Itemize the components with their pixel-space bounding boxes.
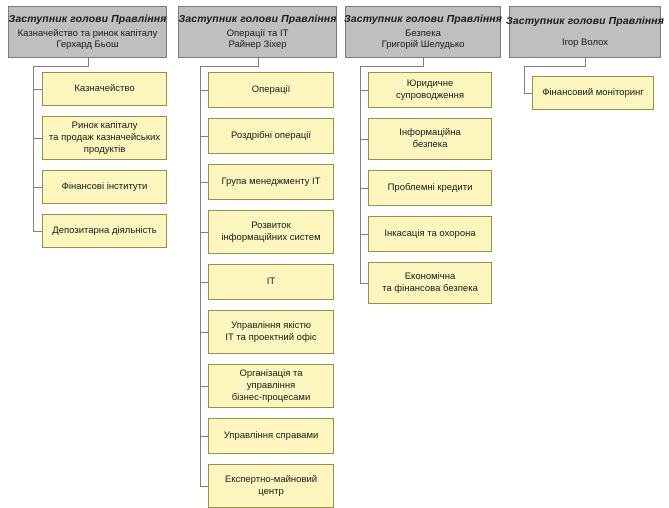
- header-area: Казначейство та ринок капіталу: [17, 27, 158, 39]
- connector-drop: [88, 58, 89, 66]
- connector-stub: [200, 90, 208, 91]
- connector-stub: [200, 182, 208, 183]
- node-box: Управління справами: [208, 418, 334, 454]
- node-label: Фінансовий моніторинг: [542, 86, 644, 98]
- header-role: Заступник голови Правління: [343, 13, 503, 26]
- connector-drop: [585, 58, 586, 66]
- connector-stub: [360, 90, 368, 91]
- header-role: Заступник голови Правління: [8, 13, 167, 26]
- node-label: Група менеджменту ІТ: [221, 175, 321, 187]
- connector-spine: [524, 66, 525, 93]
- connector-stub: [33, 89, 42, 90]
- header-person: Ігор Волох: [561, 37, 609, 49]
- connector-drop: [423, 58, 424, 66]
- connector-stub: [360, 234, 368, 235]
- connector-stub: [524, 93, 532, 94]
- connector-stub: [200, 232, 208, 233]
- node-label: Інкасація та охорона: [384, 227, 476, 239]
- node-box: Проблемні кредити: [368, 170, 492, 206]
- node-box: Казначейство: [42, 72, 167, 106]
- connector-drop: [258, 58, 259, 66]
- node-label: Операції: [251, 83, 291, 95]
- node-box: Група менеджменту ІТ: [208, 164, 334, 200]
- header-area: Операції та ІТ: [226, 27, 289, 39]
- connector-stub: [200, 332, 208, 333]
- node-box: Депозитарна діяльність: [42, 214, 167, 248]
- connector-spine: [33, 66, 34, 231]
- connector-spine: [360, 66, 361, 283]
- connector-stub: [360, 283, 368, 284]
- node-label: Роздрібні операції: [230, 129, 312, 141]
- connector-stub: [200, 282, 208, 283]
- node-label: Депозитарна діяльність: [52, 224, 157, 236]
- node-box: Фінансовий моніторинг: [532, 76, 654, 110]
- connector-stub: [33, 231, 42, 232]
- connector-stub: [33, 187, 42, 188]
- header-role: Заступник голови Правління: [178, 13, 337, 26]
- node-box: Фінансові інститути: [42, 170, 167, 204]
- connector-elbow: [360, 66, 424, 67]
- connector-stub: [200, 386, 208, 387]
- node-label: ІТ: [266, 275, 276, 287]
- node-box: ІТ: [208, 264, 334, 300]
- node-box: Юридичне супроводження: [368, 72, 492, 108]
- connector-elbow: [33, 66, 89, 67]
- connector-stub: [200, 136, 208, 137]
- connector-spine: [200, 66, 201, 486]
- connector-elbow: [200, 66, 259, 67]
- node-box: Операції: [208, 72, 334, 108]
- header-person: Райнер Зіхер: [228, 39, 287, 51]
- node-box: Інкасація та охорона: [368, 216, 492, 252]
- node-label: Юридичне супроводження: [395, 77, 465, 101]
- connector-stub: [200, 436, 208, 437]
- node-label: Управління справами: [223, 429, 319, 441]
- header-role: Заступник голови Правління: [505, 15, 665, 28]
- header-area: Безпека: [405, 27, 441, 39]
- connector-stub: [200, 486, 208, 487]
- node-box: Роздрібні операції: [208, 118, 334, 154]
- connector-stub: [360, 139, 368, 140]
- connector-stub: [33, 138, 42, 139]
- node-label: Казначейство: [74, 82, 135, 94]
- connector-stub: [360, 188, 368, 189]
- node-label: Фінансові інститути: [61, 180, 148, 192]
- connector-elbow: [524, 66, 586, 67]
- header-person: Герхард Бьош: [56, 39, 119, 51]
- header-person: Григорій Шелудько: [381, 39, 465, 51]
- node-label: Проблемні кредити: [387, 181, 473, 193]
